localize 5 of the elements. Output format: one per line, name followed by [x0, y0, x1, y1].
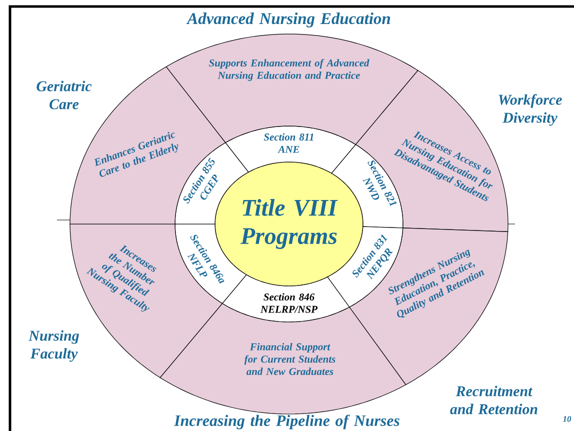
ring-segment: Section 811 ANE	[225, 126, 356, 174]
page-number: 10	[562, 416, 572, 422]
category-label: Recruitment and Retention	[450, 386, 538, 414]
category-label: Advanced Nursing Education	[186, 12, 390, 28]
category-label: Increasing the Pipeline of Nurses	[174, 414, 400, 430]
